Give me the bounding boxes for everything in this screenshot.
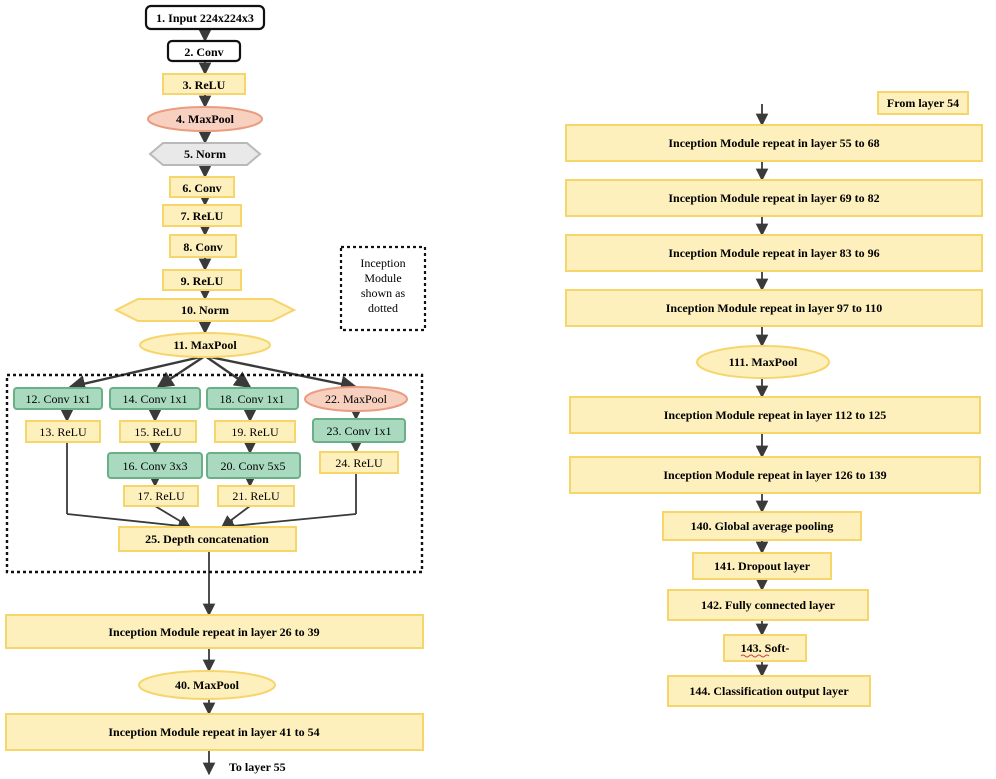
node-inception-repeat-97-110: Inception Module repeat in layer 97 to 1…	[565, 289, 983, 327]
node-inception-repeat-41-54: Inception Module repeat in layer 41 to 5…	[5, 713, 424, 751]
node-conv-2-label: 2. Conv	[184, 45, 223, 59]
node-depth-concat-25: 25. Depth concatenation	[118, 526, 297, 552]
left-connectors	[60, 29, 363, 776]
node-maxpool-11: 11. MaxPool	[139, 332, 271, 358]
node-relu-7-label: 7. ReLU	[181, 209, 224, 223]
node-inception-repeat-69-82-label: Inception Module repeat in layer 69 to 8…	[668, 191, 879, 205]
node-softmax-143-label: 143. Soft-	[741, 641, 790, 655]
node-conv-18-label: 18. Conv 1x1	[219, 392, 284, 406]
node-inception-repeat-83-96: Inception Module repeat in layer 83 to 9…	[565, 234, 983, 272]
node-from-layer-54-label: From layer 54	[887, 96, 959, 110]
node-maxpool-40: 40. MaxPool	[138, 670, 276, 700]
node-inception-repeat-55-68-label: Inception Module repeat in layer 55 to 6…	[668, 136, 879, 150]
node-relu-15: 15. ReLU	[119, 420, 197, 443]
node-relu-19-label: 19. ReLU	[231, 425, 279, 439]
node-relu-9-label: 9. ReLU	[181, 274, 224, 288]
node-conv-14-label: 14. Conv 1x1	[122, 392, 187, 406]
node-fully-connected-142: 142. Fully connected layer	[667, 589, 869, 621]
node-maxpool-4-label: 4. MaxPool	[176, 112, 235, 126]
node-conv-12: 12. Conv 1x1	[13, 387, 103, 410]
node-dropout-141: 141. Dropout layer	[692, 552, 832, 580]
node-classification-output-144: 144. Classification output layer	[667, 675, 871, 707]
node-conv-18: 18. Conv 1x1	[206, 387, 299, 410]
node-global-average-pooling-140-label: 140. Global average pooling	[691, 519, 834, 533]
node-relu-17-label: 17. ReLU	[137, 489, 185, 503]
node-conv-20: 20. Conv 5x5	[206, 452, 301, 479]
node-conv-23: 23. Conv 1x1	[312, 418, 406, 443]
note-line-4: dotted	[368, 301, 398, 315]
node-relu-17: 17. ReLU	[123, 485, 199, 507]
note-line-1: Inception	[360, 256, 405, 270]
node-maxpool-4: 4. MaxPool	[147, 106, 263, 132]
node-inception-repeat-41-54-label: Inception Module repeat in layer 41 to 5…	[108, 725, 319, 739]
node-inception-repeat-97-110-label: Inception Module repeat in layer 97 to 1…	[666, 301, 883, 315]
node-conv-8-label: 8. Conv	[183, 240, 222, 254]
node-maxpool-11-label: 11. MaxPool	[173, 338, 237, 352]
spellcheck-squiggle	[740, 654, 770, 658]
node-relu-3-label: 3. ReLU	[183, 78, 226, 92]
node-inception-repeat-55-68: Inception Module repeat in layer 55 to 6…	[565, 124, 983, 162]
node-fully-connected-142-label: 142. Fully connected layer	[701, 598, 836, 612]
node-inception-repeat-83-96-label: Inception Module repeat in layer 83 to 9…	[668, 246, 879, 260]
node-conv-6-label: 6. Conv	[182, 181, 221, 195]
node-maxpool-22: 22. MaxPool	[304, 386, 408, 412]
node-conv-14: 14. Conv 1x1	[109, 387, 201, 410]
node-norm-5: 5. Norm	[148, 142, 262, 166]
node-maxpool-40-label: 40. MaxPool	[175, 678, 240, 692]
node-global-average-pooling-140: 140. Global average pooling	[662, 511, 862, 541]
node-relu-7: 7. ReLU	[162, 204, 242, 227]
node-relu-21-label: 21. ReLU	[232, 489, 280, 503]
node-relu-24-label: 24. ReLU	[335, 456, 383, 470]
node-norm-10: 10. Norm	[113, 298, 297, 322]
node-from-layer-54: From layer 54	[877, 91, 969, 115]
node-relu-15-label: 15. ReLU	[134, 425, 182, 439]
node-inception-repeat-112-125-label: Inception Module repeat in layer 112 to …	[664, 408, 887, 422]
node-conv-20-label: 20. Conv 5x5	[220, 459, 285, 473]
node-classification-output-144-label: 144. Classification output layer	[689, 684, 849, 698]
node-relu-9: 9. ReLU	[162, 269, 242, 291]
node-inception-repeat-69-82: Inception Module repeat in layer 69 to 8…	[565, 179, 983, 217]
node-relu-19: 19. ReLU	[214, 420, 296, 443]
note-line-3: shown as	[361, 286, 406, 300]
node-inception-repeat-112-125: Inception Module repeat in layer 112 to …	[569, 396, 981, 434]
node-conv-16-label: 16. Conv 3x3	[122, 459, 187, 473]
node-softmax-143: 143. Soft-	[723, 634, 807, 662]
node-conv-16: 16. Conv 3x3	[107, 452, 203, 479]
node-conv-12-label: 12. Conv 1x1	[25, 392, 90, 406]
node-maxpool-111: 111. MaxPool	[696, 345, 830, 379]
node-inception-repeat-126-139-label: Inception Module repeat in layer 126 to …	[663, 468, 886, 482]
node-relu-3: 3. ReLU	[162, 73, 246, 95]
node-conv-2: 2. Conv	[166, 39, 242, 63]
node-relu-24: 24. ReLU	[319, 451, 399, 474]
node-inception-repeat-126-139: Inception Module repeat in layer 126 to …	[569, 456, 981, 494]
node-norm-10-label: 10. Norm	[181, 303, 229, 317]
node-inception-repeat-26-39-label: Inception Module repeat in layer 26 to 3…	[108, 625, 319, 639]
node-conv-23-label: 23. Conv 1x1	[326, 424, 391, 438]
node-input-label: 1. Input 224x224x3	[156, 11, 254, 25]
node-norm-5-label: 5. Norm	[184, 147, 226, 161]
node-input: 1. Input 224x224x3	[144, 4, 266, 31]
node-conv-8: 8. Conv	[169, 234, 237, 258]
node-maxpool-22-label: 22. MaxPool	[325, 392, 388, 406]
node-relu-13: 13. ReLU	[25, 420, 101, 443]
to-layer-55-label: To layer 55	[229, 760, 286, 774]
node-relu-13-label: 13. ReLU	[39, 425, 87, 439]
node-inception-repeat-26-39: Inception Module repeat in layer 26 to 3…	[5, 614, 424, 649]
node-dropout-141-label: 141. Dropout layer	[714, 559, 811, 573]
inception-note: Inception Module shown as dotted	[339, 245, 427, 332]
node-conv-6: 6. Conv	[169, 176, 235, 198]
node-relu-21: 21. ReLU	[217, 485, 295, 507]
node-depth-concat-25-label: 25. Depth concatenation	[145, 532, 269, 546]
node-maxpool-111-label: 111. MaxPool	[729, 355, 798, 369]
note-line-2: Module	[364, 271, 401, 285]
